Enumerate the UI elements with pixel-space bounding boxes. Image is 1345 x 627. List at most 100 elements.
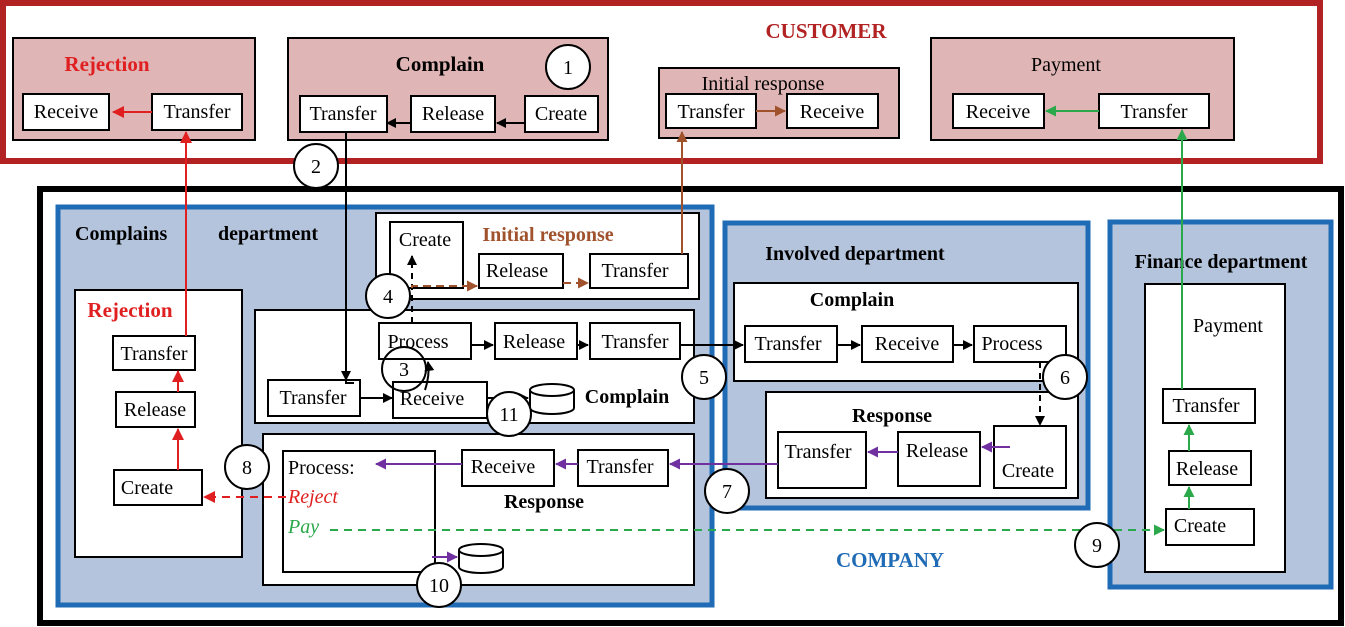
company-complain-process: Process bbox=[387, 331, 448, 353]
finance-payment-release: Release bbox=[1176, 458, 1238, 480]
svg-text:10: 10 bbox=[429, 575, 449, 597]
customer-complain-create-node bbox=[524, 95, 599, 133]
company-response-title: Response bbox=[504, 491, 584, 513]
finance-payment-create: Create bbox=[1174, 515, 1226, 537]
company-initial-create: Create bbox=[399, 229, 451, 251]
svg-text:5: 5 bbox=[699, 367, 709, 389]
svg-text:11: 11 bbox=[499, 404, 518, 426]
customer-initial-transfer: Transfer bbox=[677, 101, 744, 123]
company-complain-transfer-node bbox=[589, 322, 681, 360]
finance-dept-title: Finance department bbox=[1135, 251, 1308, 273]
involved-response-release: Release bbox=[906, 440, 968, 462]
company-rejection-title: Rejection bbox=[87, 298, 172, 322]
customer-payment-receive-node bbox=[952, 93, 1045, 129]
svg-text:7: 7 bbox=[722, 481, 732, 503]
response-database-icon bbox=[458, 543, 504, 574]
step-1: 1 bbox=[545, 44, 591, 90]
customer-initial-receive-node bbox=[786, 93, 879, 129]
arrow-initial-create-to-release bbox=[411, 280, 478, 292]
complain-database-icon bbox=[529, 383, 575, 415]
involved-complain-title: Complain bbox=[810, 289, 894, 311]
step-11: 11 bbox=[486, 391, 532, 437]
svg-text:6: 6 bbox=[1060, 367, 1070, 389]
company-response-reject: Reject bbox=[287, 486, 338, 508]
finance-payment-transfer-node bbox=[1162, 388, 1256, 424]
step-2: 2 bbox=[293, 143, 339, 189]
step-9: 9 bbox=[1074, 522, 1120, 568]
company-initial-create-node bbox=[389, 221, 464, 289]
finance-payment-title: Payment bbox=[1193, 315, 1263, 337]
arrow-receive-to-process bbox=[424, 361, 435, 391]
involved-response-release-node bbox=[897, 431, 981, 487]
step-8: 8 bbox=[224, 444, 270, 490]
svg-text:4: 4 bbox=[383, 286, 393, 308]
customer-rejection-receive: Receive bbox=[34, 101, 99, 123]
customer-rejection-transfer-node bbox=[151, 93, 243, 131]
company-rejection-create-node bbox=[113, 469, 203, 506]
customer-complain-create: Create bbox=[535, 103, 587, 125]
step-4: 4 bbox=[365, 273, 411, 319]
company-rejection-create: Create bbox=[121, 477, 173, 499]
involved-complain-transfer: Transfer bbox=[754, 333, 821, 355]
svg-text:9: 9 bbox=[1092, 535, 1102, 557]
svg-text:3: 3 bbox=[399, 359, 409, 381]
company-response-pay: Pay bbox=[287, 516, 319, 538]
customer-rejection-transfer: Transfer bbox=[163, 101, 230, 123]
involved-response-create: Create bbox=[1002, 460, 1054, 482]
company-response-receive-node bbox=[461, 449, 555, 487]
involved-response-create-node bbox=[993, 425, 1067, 489]
company-rejection-release-node bbox=[115, 391, 196, 428]
customer-rejection-receive-node bbox=[22, 93, 110, 131]
involved-complain-transfer-node bbox=[744, 325, 838, 363]
customer-payment-receive: Receive bbox=[966, 101, 1031, 123]
company-complain-transfer: Transfer bbox=[601, 331, 668, 353]
company-complain-process-node bbox=[378, 322, 472, 360]
involved-dept-title: Involved department bbox=[765, 243, 945, 265]
company-initial-release-node bbox=[478, 253, 564, 289]
customer-initial-response-title: Initial response bbox=[702, 73, 825, 95]
company-title: COMPANY bbox=[836, 548, 944, 572]
company-rejection-transfer: Transfer bbox=[120, 343, 187, 365]
finance-payment-create-node bbox=[1165, 508, 1255, 546]
step-7: 7 bbox=[704, 468, 750, 514]
customer-complain-title: Complain bbox=[396, 52, 485, 76]
customer-payment-transfer-node bbox=[1098, 93, 1210, 129]
company-response-receive: Receive bbox=[471, 456, 536, 478]
involved-response-transfer-node bbox=[777, 431, 867, 489]
customer-payment-title: Payment bbox=[1031, 54, 1101, 76]
involved-response-title: Response bbox=[852, 405, 932, 427]
involved-complain-process: Process bbox=[981, 333, 1042, 355]
company-initial-release: Release bbox=[486, 260, 548, 282]
company-complain-receive: Receive bbox=[400, 388, 465, 410]
svg-text:2: 2 bbox=[311, 156, 321, 178]
svg-text:1: 1 bbox=[563, 57, 573, 79]
company-response-transfer-node bbox=[577, 449, 669, 487]
svg-text:8: 8 bbox=[242, 457, 252, 479]
company-complain-release: Release bbox=[503, 331, 565, 353]
customer-complain-release-node bbox=[410, 95, 496, 133]
involved-response-transfer: Transfer bbox=[784, 441, 851, 463]
company-response-process: Process: bbox=[288, 457, 355, 479]
customer-complain-release: Release bbox=[422, 103, 484, 125]
complains-dept-title-b: department bbox=[218, 223, 318, 245]
company-initial-transfer: Transfer bbox=[601, 260, 668, 282]
customer-payment-transfer: Transfer bbox=[1120, 101, 1187, 123]
company-complain-receive-node bbox=[392, 381, 488, 419]
customer-rejection-title: Rejection bbox=[64, 52, 149, 76]
involved-complain-process-node bbox=[973, 325, 1067, 363]
company-complain-release-node bbox=[494, 322, 578, 360]
involved-complain-receive: Receive bbox=[875, 333, 940, 355]
customer-initial-receive: Receive bbox=[800, 101, 865, 123]
complains-dept-title-a: Complains bbox=[75, 223, 167, 245]
company-response-transfer: Transfer bbox=[586, 456, 653, 478]
customer-complain-transfer-node bbox=[299, 95, 388, 133]
step-10: 10 bbox=[416, 562, 462, 608]
company-rejection-transfer-node bbox=[112, 335, 196, 371]
step-3: 3 bbox=[381, 346, 427, 392]
finance-payment-transfer: Transfer bbox=[1172, 395, 1239, 417]
customer-title: CUSTOMER bbox=[766, 19, 888, 43]
customer-complain-transfer: Transfer bbox=[309, 103, 376, 125]
company-rejection-release: Release bbox=[124, 399, 186, 421]
arrow-customer-to-company-complain bbox=[345, 132, 354, 384]
